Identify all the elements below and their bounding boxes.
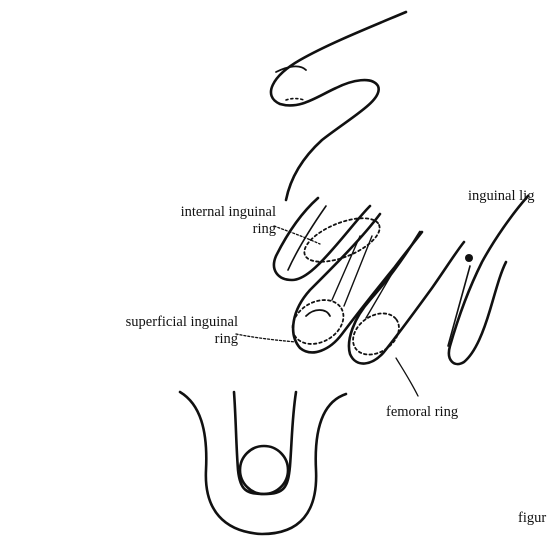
top-finger-inner-line [276,66,306,72]
femoral-ring-leader [396,358,418,396]
middle-finger-outline [293,214,422,352]
internal-ring-leader [274,226,320,244]
little-finger-outline [449,196,528,364]
internal-ring-label-line2: ring [130,221,276,238]
testis-circle [240,446,288,494]
middle-finger-nail [306,310,330,316]
internal-inguinal-ring-label: internal inguinal ring [130,204,276,238]
superficial-ring-label-line1: superficial inguinal [80,314,238,331]
superficial-inguinal-ring-label: superficial inguinal ring [80,314,238,348]
inguinal-ligament-label: inguinal lig [468,188,534,205]
femoral-ring-label: femoral ring [386,404,458,421]
inguinal-ligament-dot [465,254,473,262]
figure-caption: figur [518,510,546,527]
little-finger-inner [448,266,470,346]
top-finger-outline [271,12,406,200]
superficial-ring-leader [236,334,296,342]
internal-ring-label-line1: internal inguinal [130,204,276,221]
superficial-ring-label-line2: ring [80,331,238,348]
top-finger-dotted-line [286,99,304,101]
index-finger-inner [288,206,326,270]
scrotum-outer-outline [180,392,346,534]
